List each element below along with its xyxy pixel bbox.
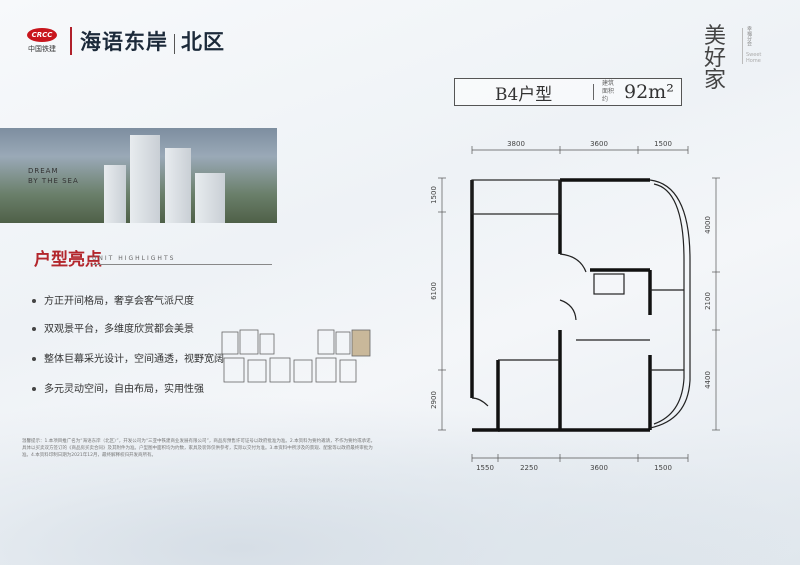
highlight-item: 方正开间格局，奢享会客气派尺度 <box>32 292 194 307</box>
highlights-subtitle: UNIT HIGHLIGHTS <box>92 255 176 262</box>
crcc-logo: CRCC 中国铁建 <box>22 28 62 54</box>
highlights-title: 户型亮点 <box>34 250 102 270</box>
dim-bottom-1: 1550 <box>476 464 494 472</box>
highlights-heading: 户型亮点 UNIT HIGHLIGHTS <box>34 245 272 270</box>
district-name: 北区 <box>181 29 225 54</box>
title-divider <box>174 33 175 54</box>
bullet-icon <box>32 357 36 361</box>
site-key-plan <box>221 329 371 383</box>
building-shape <box>195 173 225 223</box>
highlights-underline <box>92 264 272 265</box>
project-title: 海语东岸北区 <box>80 26 225 56</box>
dim-left-1: 1500 <box>430 186 438 204</box>
highlight-item: 双观景平台，多维度欣赏都会美景 <box>32 320 194 335</box>
dim-bottom-4: 1500 <box>654 464 672 472</box>
aerial-photo: DREAM BY THE SEA <box>0 128 277 223</box>
sweet-home-logo: 美好家 幸福分会 Sweet Home <box>704 22 764 92</box>
dim-top-3: 1500 <box>654 140 672 148</box>
highlight-text: 整体巨幕采光设计，空间通透，视野宽阔 <box>44 354 224 365</box>
unit-type-bar: B4户型 建筑 面积约 92m² <box>454 78 682 106</box>
company-name: 中国铁建 <box>28 45 56 53</box>
dim-left-3: 2900 <box>430 391 438 409</box>
dim-right-3: 4400 <box>704 371 712 389</box>
dim-bottom-2: 2250 <box>520 464 538 472</box>
tagline-2: BY THE SEA <box>28 177 79 185</box>
area-label-2: 面积约 <box>602 88 615 103</box>
highlight-item: 多元灵动空间，自由布局，实用性强 <box>32 380 204 395</box>
bullet-icon <box>32 327 36 331</box>
highlight-text: 多元灵动空间，自由布局，实用性强 <box>44 384 204 395</box>
highlight-item: 整体巨幕采光设计，空间通透，视野宽阔 <box>32 350 224 365</box>
project-name: 海语东岸 <box>80 29 168 54</box>
sweet-home-en-2: Home <box>746 58 761 64</box>
dim-left-2: 6100 <box>430 282 438 300</box>
unit-area: 92m² <box>624 81 674 103</box>
highlight-text: 方正开间格局，奢享会客气派尺度 <box>44 296 194 307</box>
brand-logo: CRCC 中国铁建 海语东岸北区 <box>22 26 225 56</box>
tagline-1: DREAM <box>28 167 59 175</box>
bullet-icon <box>32 299 36 303</box>
area-label-1: 建筑 <box>602 80 615 87</box>
crcc-mark: CRCC <box>27 28 57 42</box>
dim-right-2: 2100 <box>704 292 712 310</box>
background-swirl <box>0 395 800 565</box>
dim-right-1: 4000 <box>704 216 712 234</box>
sweet-home-side-text: 幸福分会 <box>746 26 752 46</box>
building-shape <box>104 165 126 223</box>
logo-vertical-line <box>742 28 743 64</box>
sweet-home-english: Sweet Home <box>746 52 761 64</box>
bullet-icon <box>32 387 36 391</box>
unit-bar-divider <box>593 84 594 100</box>
dim-top-1: 3800 <box>507 140 525 148</box>
dim-bottom-3: 3600 <box>590 464 608 472</box>
photo-tagline: DREAM BY THE SEA <box>28 166 79 186</box>
area-label: 建筑 面积约 <box>602 80 616 104</box>
sweet-home-chinese: 美好家 <box>704 24 727 93</box>
unit-type: B4户型 <box>495 84 553 105</box>
highlight-text: 双观景平台，多维度欣赏都会美景 <box>44 324 194 335</box>
sweet-home-en-1: Sweet <box>746 52 762 58</box>
dim-top-2: 3600 <box>590 140 608 148</box>
disclaimer: 温馨提示：1.本项目推广名为“海语东岸（北区）”，开发公司为“三亚中铁建商业发展… <box>22 439 376 458</box>
logo-divider <box>70 27 72 55</box>
building-shape <box>130 135 160 223</box>
highlighted-unit <box>351 329 371 357</box>
building-shape <box>165 148 191 223</box>
